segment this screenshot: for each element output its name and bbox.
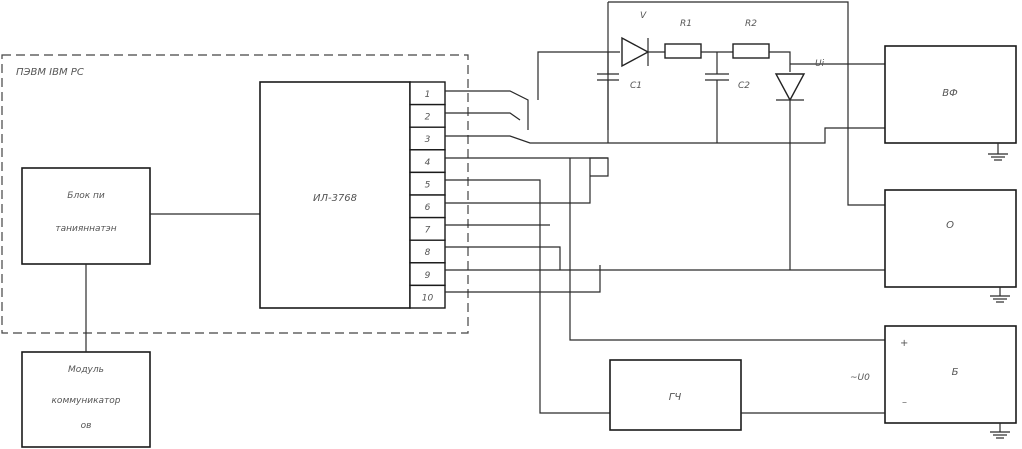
ug-label: ~U0 <box>850 373 870 383</box>
pin-label: 5 <box>425 180 431 190</box>
minus-terminal: – <box>902 397 907 408</box>
pin-label: 8 <box>425 248 431 258</box>
communicator-label-2: коммуникатор <box>52 396 121 406</box>
generator-block-label: ГЧ <box>669 392 682 403</box>
oscilloscope-block-label: О <box>946 220 954 231</box>
battery-block-label: Б <box>952 367 959 378</box>
power-supply-label-1: Блок пи <box>67 191 105 201</box>
ground-icon <box>990 287 1010 303</box>
pin-label: 2 <box>425 113 431 123</box>
interface-board-label: ИЛ-3768 <box>313 193 357 204</box>
filter-block-label: ВФ <box>942 88 958 99</box>
pin-label: 7 <box>425 226 431 236</box>
ui-label: Ui <box>815 59 825 69</box>
pin-wires <box>445 90 885 414</box>
schematic-frame <box>608 1 885 206</box>
r2-label: R2 <box>745 19 757 29</box>
communicator-block <box>21 351 151 448</box>
pin-label: 6 <box>425 203 431 213</box>
ground-icon <box>990 423 1010 439</box>
pc-group-frame <box>1 54 469 334</box>
interface-board <box>259 81 411 309</box>
r1-label: R1 <box>680 19 692 29</box>
diode-2-icon <box>774 73 806 102</box>
resistor-1 <box>664 43 702 59</box>
filter-block <box>884 45 1017 144</box>
generator-block <box>609 359 742 431</box>
c2-label: C2 <box>738 81 750 91</box>
communicator-label-1: Модуль <box>68 365 104 375</box>
battery-block <box>884 325 1017 424</box>
power-supply-block <box>21 167 151 265</box>
oscilloscope-block <box>884 189 1017 288</box>
pc-group-label: ПЭВМ IBM PC <box>16 67 84 78</box>
diode-label: V <box>640 11 647 21</box>
pin-label: 1 <box>425 90 431 100</box>
top-schematic: V R1 R2 C1 C2 Ui <box>537 11 885 270</box>
resistor-2 <box>732 43 770 59</box>
pin-column: 1 2 3 4 5 6 7 8 9 10 <box>409 81 446 309</box>
diode-1-icon <box>621 36 650 68</box>
pin-cell <box>409 284 446 309</box>
ground-icon <box>988 143 1008 161</box>
pin-label: 4 <box>425 158 431 168</box>
pin-label: 3 <box>425 135 431 145</box>
plus-terminal: + <box>900 338 908 349</box>
power-supply-label-2: танияннатэн <box>55 224 116 234</box>
pin-label: 9 <box>425 271 431 281</box>
communicator-label-3: ов <box>81 421 92 431</box>
c1-label: C1 <box>630 81 642 91</box>
pin-label: 10 <box>422 293 434 303</box>
